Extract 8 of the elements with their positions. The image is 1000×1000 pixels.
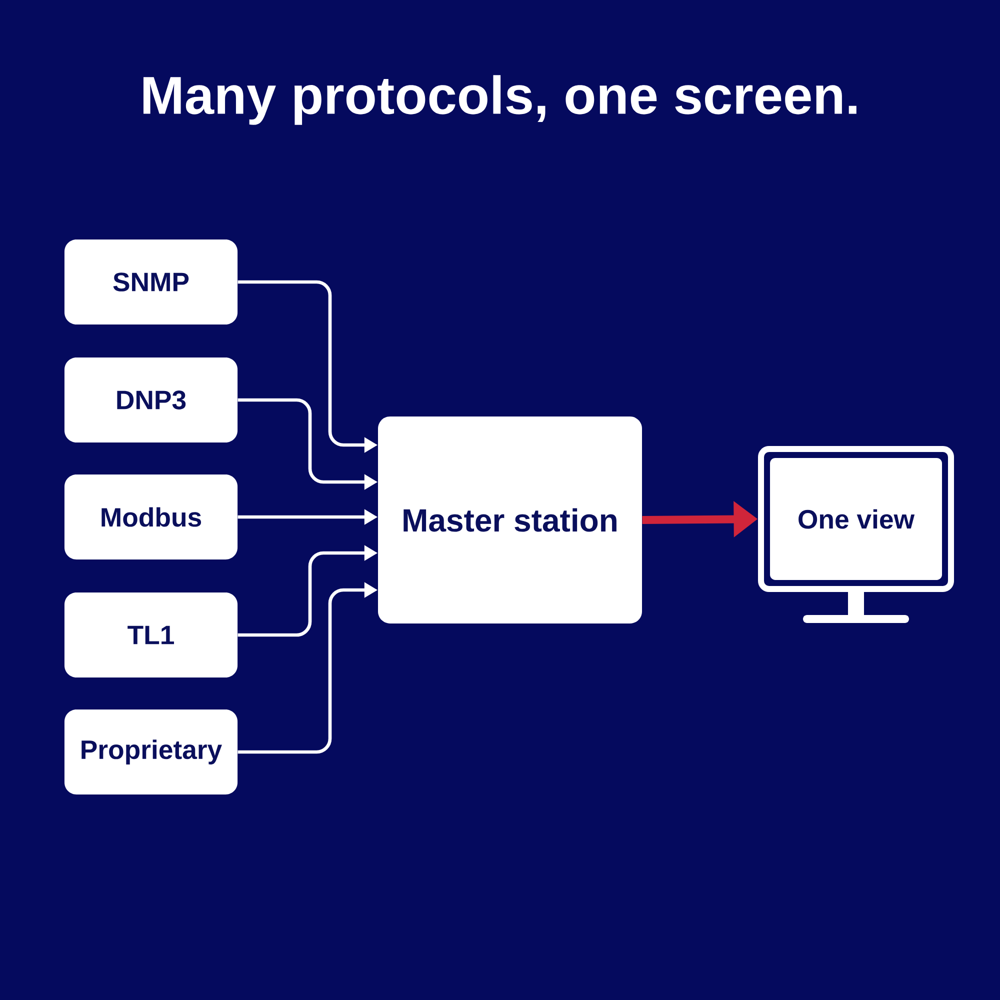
monitor-drawing: One view [758, 446, 954, 623]
title: Many protocols, one screen. [143, 75, 856, 125]
station-box: Master station [378, 416, 642, 624]
protocol-box: SNMP [64, 239, 238, 325]
protocol-box: Proprietary [64, 709, 238, 795]
protocol-box: DNP3 [64, 357, 238, 443]
protocol-box: Modbus [64, 474, 238, 560]
protocol-box: TL1 [64, 592, 238, 678]
